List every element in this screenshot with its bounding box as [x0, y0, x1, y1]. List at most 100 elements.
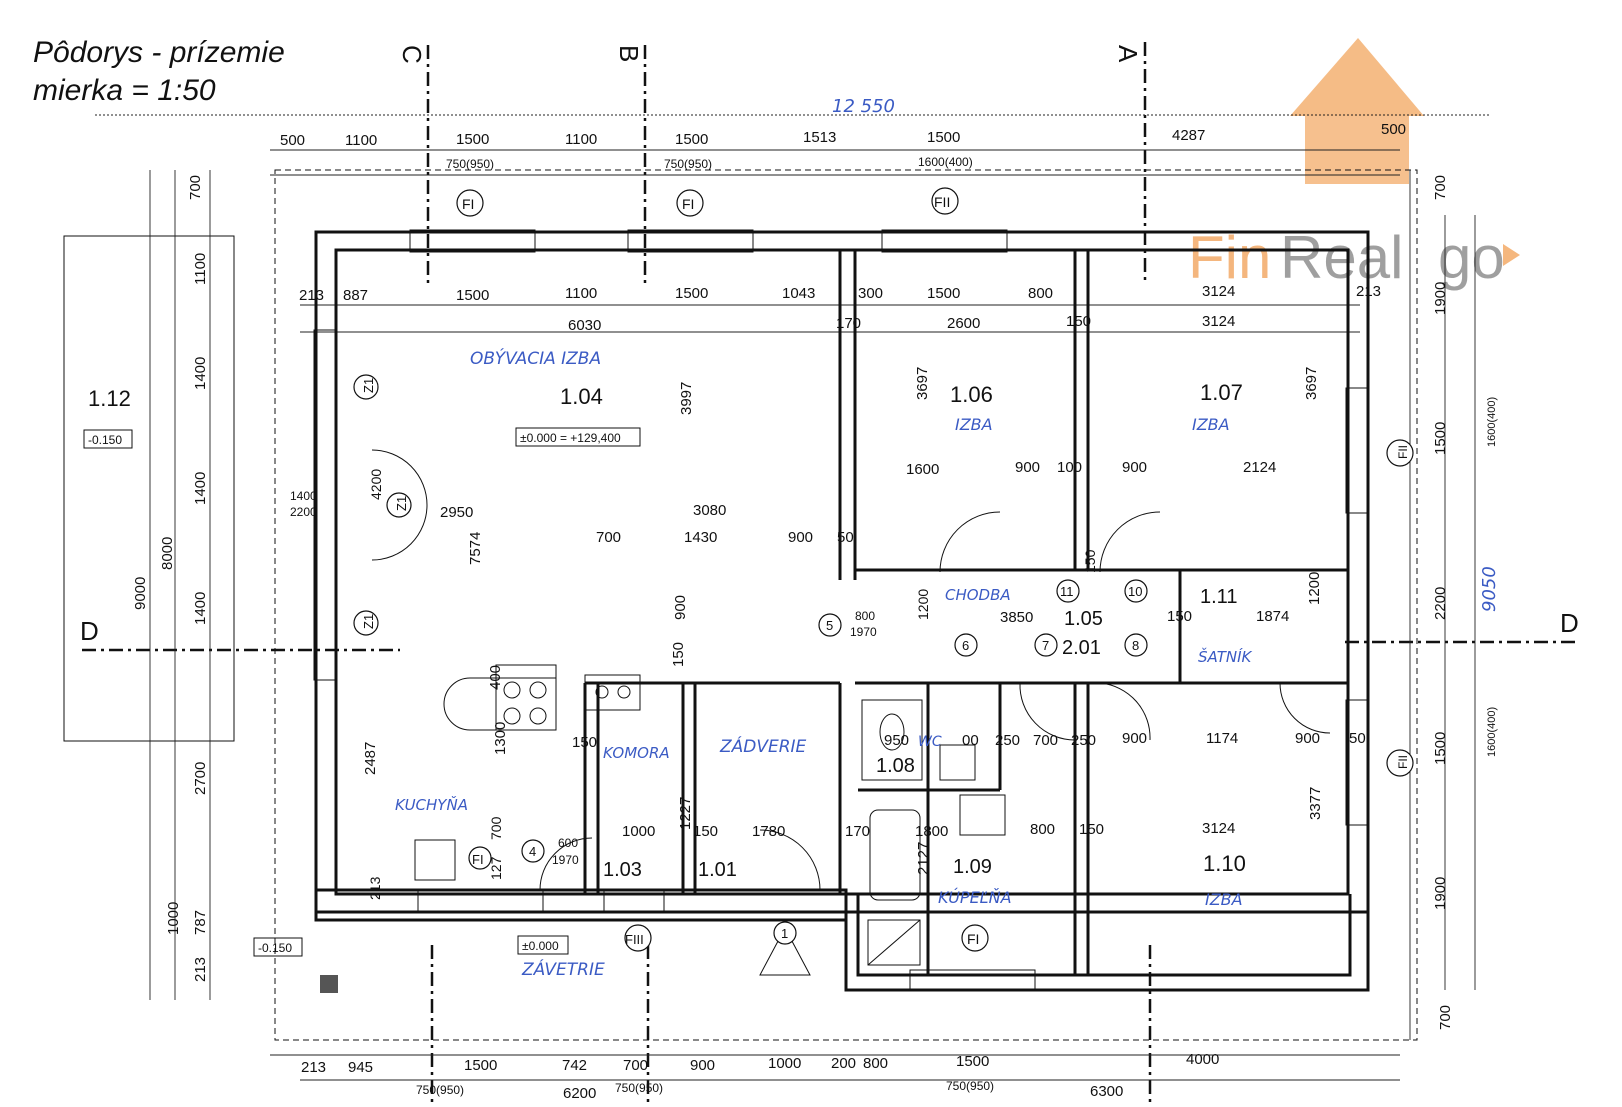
svg-text:700: 700	[1437, 1005, 1454, 1030]
svg-text:1600(400): 1600(400)	[1486, 707, 1498, 757]
svg-text:900: 900	[1122, 459, 1147, 476]
svg-text:2950: 2950	[440, 504, 473, 521]
svg-text:750(950): 750(950)	[615, 1081, 663, 1095]
svg-text:900: 900	[1015, 459, 1040, 476]
level-terrace: -0.150	[88, 433, 122, 447]
entrance-porch-name: ZÁVETRIE	[521, 958, 605, 980]
svg-text:900: 900	[690, 1057, 715, 1074]
level-labels: ±0.000 = +129,400 -0.150 -0.150 ±0.000	[83, 427, 641, 957]
room-1-09-name: KÚPEĽŇA	[938, 888, 1012, 907]
doors	[371, 449, 1331, 976]
svg-text:3697: 3697	[1303, 367, 1320, 400]
svg-text:1800: 1800	[915, 823, 948, 840]
svg-text:FI: FI	[682, 196, 694, 212]
svg-text:00: 00	[962, 732, 979, 749]
logo-text-real: Real	[1280, 224, 1403, 291]
svg-text:6200: 6200	[563, 1085, 596, 1102]
room-1-09-number: 1.09	[953, 856, 992, 878]
axis-label-c: C	[397, 45, 427, 64]
svg-text:Z1: Z1	[394, 496, 409, 511]
svg-text:1513: 1513	[803, 129, 836, 146]
svg-text:787: 787	[192, 910, 209, 935]
svg-text:Z1: Z1	[361, 378, 376, 393]
axis-label-b: B	[614, 45, 644, 62]
svg-text:50: 50	[1349, 730, 1366, 747]
room-1-08-number: 1.08	[876, 755, 915, 777]
svg-text:1200: 1200	[1306, 572, 1323, 605]
entrance-triangle-icon	[759, 926, 811, 976]
svg-text:FII: FII	[1396, 445, 1410, 459]
svg-text:1500: 1500	[675, 131, 708, 148]
svg-text:127: 127	[488, 856, 504, 880]
door-tags: 1 4 5 6 7 8 10 11	[521, 579, 1148, 945]
svg-text:213: 213	[301, 1059, 326, 1076]
svg-text:700: 700	[1432, 175, 1449, 200]
svg-text:11: 11	[1060, 584, 1074, 599]
svg-text:6: 6	[962, 638, 969, 653]
window-tags: FI FI FII FII FII FIII FI FI Z1 Z1 Z1	[353, 187, 1414, 952]
svg-text:750(950): 750(950)	[446, 157, 494, 171]
svg-text:1600(400): 1600(400)	[1486, 397, 1498, 447]
svg-text:2600: 2600	[947, 315, 980, 332]
svg-text:1000: 1000	[165, 902, 182, 935]
svg-text:1400: 1400	[192, 592, 209, 625]
level-bottom-left: -0.150	[258, 941, 292, 955]
svg-text:1500: 1500	[927, 285, 960, 302]
svg-text:3850: 3850	[1000, 609, 1033, 626]
axis-label-d-right: D	[1560, 608, 1579, 638]
svg-text:700: 700	[623, 1057, 648, 1074]
svg-text:100: 100	[1057, 459, 1082, 476]
svg-text:Z1: Z1	[361, 614, 376, 629]
svg-text:1000: 1000	[622, 823, 655, 840]
room-1-06-name: IZBA	[955, 415, 993, 434]
svg-text:500: 500	[280, 132, 305, 149]
svg-text:213: 213	[192, 957, 209, 982]
svg-text:213: 213	[1356, 283, 1381, 300]
svg-text:800: 800	[855, 609, 875, 623]
svg-text:1900: 1900	[1432, 282, 1449, 315]
svg-text:150: 150	[1079, 821, 1104, 838]
room-1-11-name: ŠATNÍK	[1198, 647, 1252, 666]
svg-text:1600(400): 1600(400)	[918, 155, 973, 169]
svg-text:300: 300	[858, 285, 883, 302]
svg-text:5: 5	[826, 618, 833, 633]
svg-text:4: 4	[529, 844, 536, 859]
svg-text:1227: 1227	[677, 797, 694, 830]
svg-text:900: 900	[788, 529, 813, 546]
svg-text:742: 742	[562, 1057, 587, 1074]
svg-text:FI: FI	[472, 852, 484, 867]
total-height-handwritten: 9050	[1479, 566, 1500, 612]
room-1-01-number: 1.01	[698, 859, 737, 881]
svg-text:1100: 1100	[192, 253, 209, 285]
svg-text:3124: 3124	[1202, 283, 1235, 300]
room-1-07-name: IZBA	[1192, 415, 1230, 434]
svg-text:150: 150	[572, 734, 597, 751]
svg-text:6030: 6030	[568, 317, 601, 334]
svg-text:150: 150	[1082, 549, 1098, 573]
room-1-06-number: 1.06	[950, 382, 993, 407]
svg-text:3997: 3997	[678, 382, 695, 415]
svg-text:4287: 4287	[1172, 127, 1205, 144]
svg-text:700: 700	[488, 816, 504, 840]
svg-text:1400: 1400	[192, 357, 209, 390]
svg-text:1500: 1500	[956, 1053, 989, 1070]
walls	[314, 230, 1370, 992]
svg-text:1500: 1500	[1432, 732, 1449, 765]
logo-text-fin: Fin	[1188, 224, 1271, 291]
svg-text:2700: 2700	[192, 762, 209, 795]
svg-text:800: 800	[863, 1055, 888, 1072]
top-dimensions: 500 1100 1500 1100 1500 1513 1500 4287 7…	[280, 127, 1381, 334]
total-width-handwritten: 12 550	[832, 96, 895, 117]
svg-text:3124: 3124	[1202, 820, 1235, 837]
svg-text:1400: 1400	[192, 472, 209, 505]
svg-text:1970: 1970	[552, 853, 579, 867]
svg-text:FII: FII	[1396, 755, 1410, 769]
svg-text:1100: 1100	[345, 132, 377, 149]
svg-text:1970: 1970	[850, 625, 877, 639]
logo-roof-label: 500	[1381, 121, 1406, 138]
svg-text:2124: 2124	[1243, 459, 1276, 476]
svg-text:1780: 1780	[752, 823, 785, 840]
dimension-lines	[95, 114, 1490, 1081]
svg-text:3697: 3697	[914, 367, 931, 400]
